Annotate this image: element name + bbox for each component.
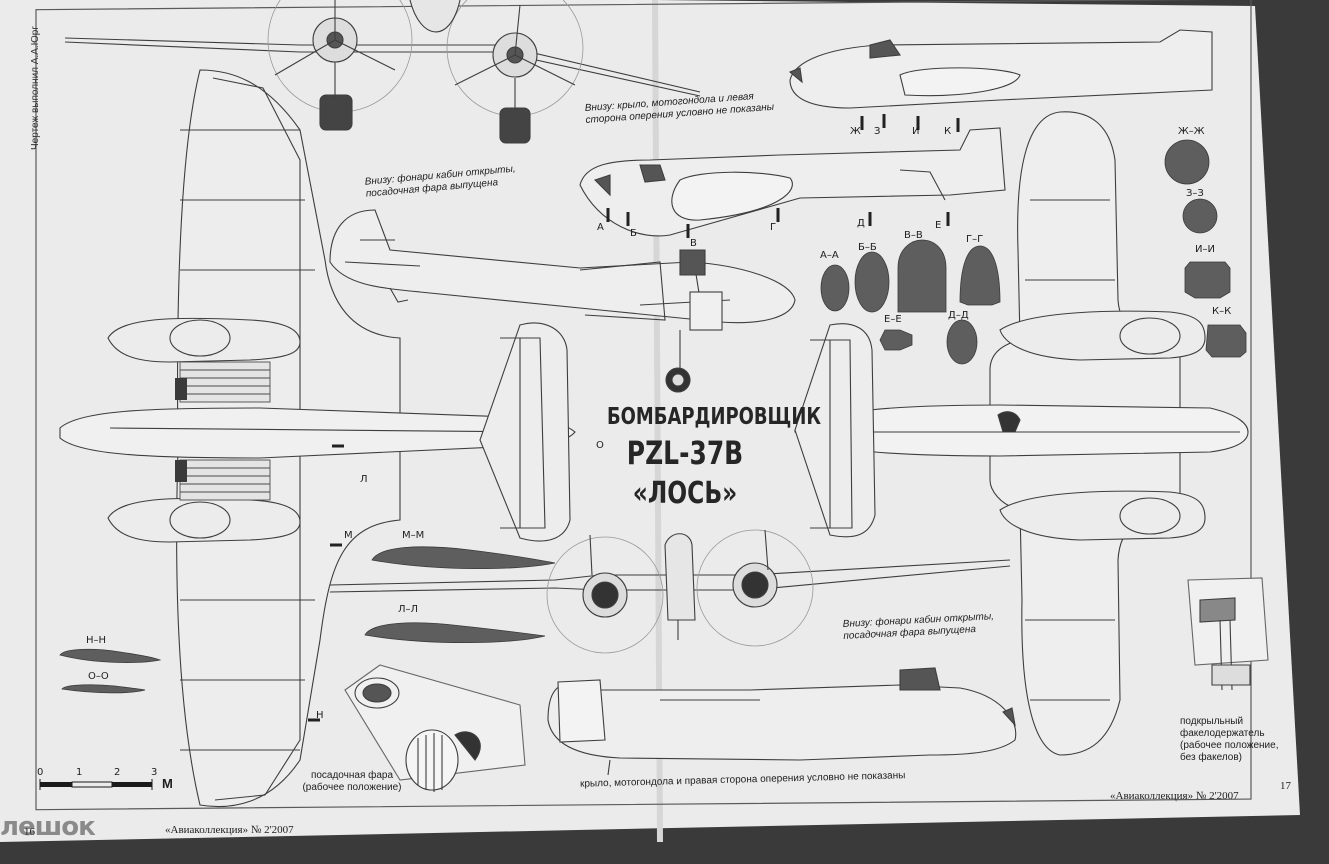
scale-tick-0: 0	[37, 767, 44, 778]
section-aa	[820, 264, 850, 312]
page-number-right: 17	[1280, 780, 1291, 792]
side-view-top-right	[788, 29, 1213, 109]
section-zz	[1182, 198, 1218, 234]
section-zhzh	[1164, 139, 1210, 185]
section-ii	[1184, 261, 1231, 299]
scale-tick-3: 3	[151, 767, 158, 778]
front-view-bottom	[329, 529, 1011, 654]
cut-marker-v: В	[690, 238, 697, 249]
cut-marker-g: Г	[770, 222, 777, 233]
cut-marker-k: К	[944, 126, 952, 137]
section-dd	[946, 319, 978, 365]
section-nn	[59, 648, 162, 663]
title-line3: «ЛОСЬ»	[632, 476, 738, 511]
section-ee	[879, 329, 913, 351]
cut-marker-m: М	[344, 530, 353, 541]
flare-holder-detail	[1187, 577, 1269, 691]
side-view-center	[329, 209, 796, 393]
section-vv	[897, 239, 947, 313]
section-oo	[61, 684, 146, 694]
label-section-mm: М–М	[402, 530, 425, 541]
page-number-left: 16	[24, 826, 35, 838]
drawing-frame	[35, 0, 1252, 811]
label-section-dd: Д–Д	[948, 310, 969, 321]
cut-marker-d: Д	[857, 218, 865, 229]
title-line2: PZL-37B	[626, 434, 744, 472]
scale-bar	[39, 779, 153, 790]
section-gg	[959, 245, 1001, 306]
caption-flare-holder: подкрыльный факелодержатель (рабочее пол…	[1180, 716, 1279, 763]
label-section-zz: З–З	[1186, 188, 1204, 199]
cut-marker-z: З	[874, 126, 881, 137]
side-view-upper	[579, 127, 1006, 237]
label-section-aa: А–А	[820, 250, 839, 261]
side-view-bottom	[547, 667, 1017, 776]
label-section-ee: Е–Е	[884, 314, 902, 325]
scale-tick-1: 1	[76, 767, 83, 778]
cut-marker-n: Н	[316, 710, 324, 721]
magazine-footer-right: «Авиаколлекция» № 2'2007	[1110, 790, 1239, 802]
label-section-zhzh: Ж–Ж	[1178, 126, 1205, 137]
cut-marker-l: Л	[360, 474, 368, 485]
plan-view-right	[794, 111, 1249, 756]
plan-view-left	[59, 69, 576, 808]
section-profiles	[59, 139, 1247, 694]
scale-tick-2: 2	[114, 767, 121, 778]
label-section-oo: О–О	[88, 671, 109, 682]
cut-marker-b: Б	[630, 228, 637, 239]
label-section-ii: И–И	[1195, 244, 1215, 255]
label-section-ll: Л–Л	[398, 604, 419, 615]
watermark-logo: лешок	[0, 812, 96, 842]
cut-marker-i: И	[912, 126, 920, 137]
section-kk	[1205, 324, 1247, 358]
caption-landing-light: посадочная фара (рабочее положение)	[302, 770, 402, 793]
scale-unit: М	[162, 776, 173, 791]
cut-marker-o: О	[596, 440, 604, 451]
label-section-nn: Н–Н	[86, 635, 107, 646]
label-section-vv: В–В	[904, 230, 923, 241]
cut-marker-a: А	[597, 222, 604, 233]
section-bb	[854, 251, 890, 313]
label-section-kk: К–К	[1212, 306, 1232, 317]
cut-marker-e: Е	[935, 220, 942, 231]
magazine-footer-left: «Авиаколлекция» № 2'2007	[165, 824, 294, 836]
label-section-gg: Г–Г	[966, 234, 984, 245]
front-view-top	[64, 0, 701, 144]
section-ll	[364, 622, 546, 644]
landing-light-detail	[344, 664, 526, 792]
drafter-credit: Чертеж выполнил А.А.Юрг	[30, 26, 41, 150]
cut-marker-zh: Ж	[850, 126, 861, 137]
title-line1: БОМБАРДИРОВЩИК	[607, 404, 822, 430]
section-mm	[371, 546, 556, 570]
label-section-bb: Б–Б	[858, 242, 877, 253]
paper-sheet	[0, 0, 1300, 842]
